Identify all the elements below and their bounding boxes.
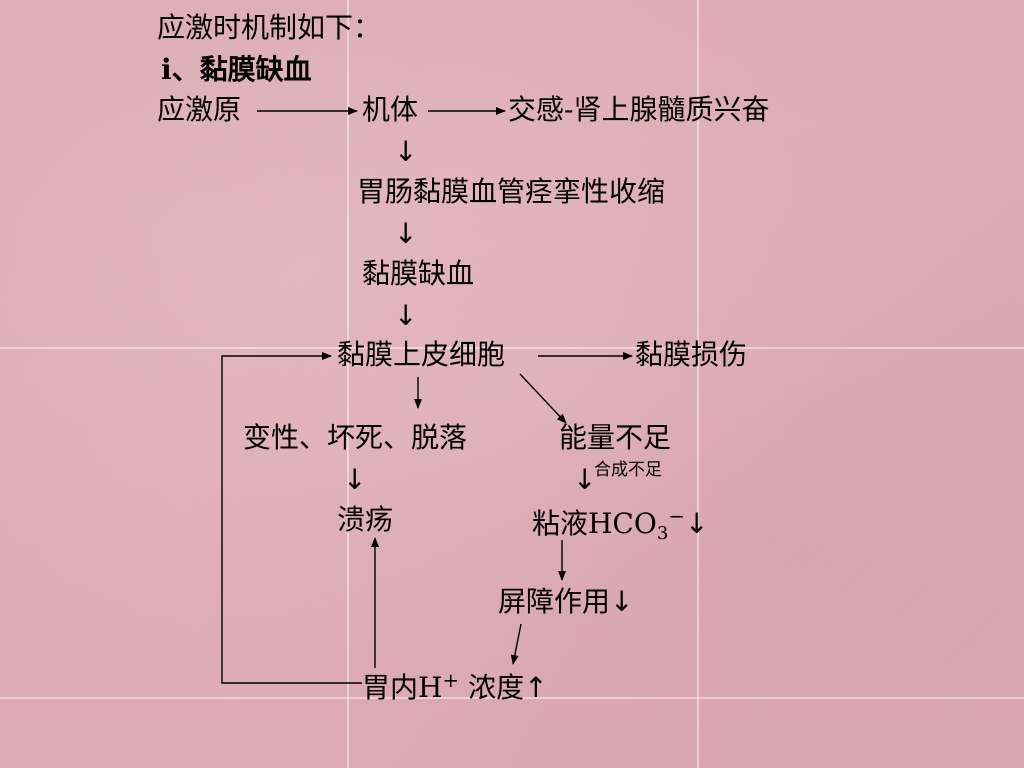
mucus-superscript: − [668,504,686,528]
node-stressor: 应激原 [157,93,242,126]
mucus-down-arrow: ↓ [685,507,709,540]
down-arrow-5: ↓ [573,463,597,496]
arrow-epithelium-to-energy [519,373,567,424]
intro-text: 应激时机制如下： [157,11,382,44]
down-arrow-4: ↓ [343,463,367,496]
node-mucus: 粘液HCO3−↓ [532,506,709,543]
mucus-subscript: 3 [656,523,669,544]
down-arrow-1: ↓ [394,135,418,168]
node-energy: 能量不足 [559,421,672,454]
acid-prefix: 胃内H [362,671,443,704]
arrow-barrier-to-acid [510,623,522,665]
node-epithelium: 黏膜上皮细胞 [337,338,506,371]
barrier-down-arrow: ↓ [610,585,634,618]
feedback-loop-acid-to-epithelium [221,352,362,684]
node-sympathetic: 交感-肾上腺髓质兴奋 [508,93,770,126]
acid-up-arrow: ↑ [524,671,548,704]
down-arrow-2: ↓ [394,217,418,250]
acid-superscript: + [442,668,460,692]
node-body: 机体 [362,93,419,126]
node-acid: 胃内H+ 浓度↑ [362,670,548,702]
node-injury: 黏膜损伤 [635,338,748,371]
acid-suffix: 浓度 [459,671,525,704]
node-vasoconstriction: 胃肠黏膜血管痉挛性收缩 [357,175,666,208]
down-arrow-3: ↓ [394,299,418,332]
node-ulcer: 溃疡 [337,503,394,536]
mucus-prefix: 粘液HCO [532,507,657,540]
synthesis-note: 合成不足 [594,460,662,480]
node-barrier: 屏障作用↓ [498,588,633,616]
node-degeneration: 变性、坏死、脱落 [243,421,468,454]
barrier-label: 屏障作用 [498,585,611,618]
section-heading: ⅰ、黏膜缺血 [161,53,312,86]
node-ischemia: 黏膜缺血 [362,257,475,290]
